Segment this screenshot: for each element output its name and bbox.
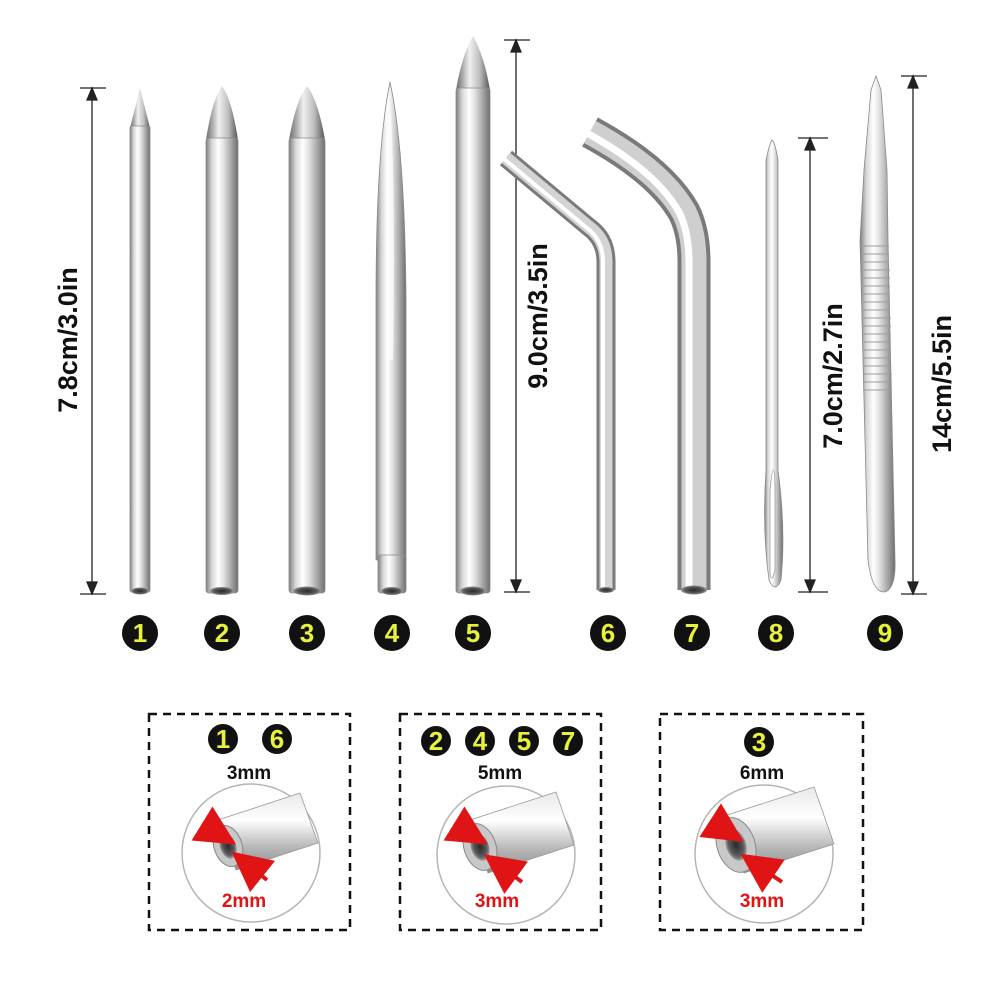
badge-3-number: 3 <box>300 618 314 648</box>
badge-5: 5 <box>455 615 491 651</box>
size-panel-1-badge-a: 1 <box>216 724 230 754</box>
size-panel-3-outer: 6mm <box>740 763 784 784</box>
needle-5 <box>455 36 491 596</box>
size-panel-2-inner: 3mm <box>475 891 519 912</box>
badge-7-number: 7 <box>685 618 699 648</box>
tweezers-9 <box>859 74 896 593</box>
size-panel-2-badge-a: 2 <box>429 726 443 756</box>
size-panel-3: 3 6mm 3mm <box>658 712 865 932</box>
badge-5-number: 5 <box>466 618 480 648</box>
dimension-line-long <box>504 38 530 594</box>
needle-7 <box>582 117 711 595</box>
badge-1: 1 <box>122 615 158 651</box>
size-panel-1-inner: 2mm <box>222 891 266 912</box>
size-panel-3-badge-a: 3 <box>752 727 766 757</box>
size-panel-3-inner: 3mm <box>740 891 784 912</box>
size-panel-1-badge-b: 6 <box>270 724 284 754</box>
needle-8 <box>764 139 784 588</box>
needle-6 <box>499 150 616 593</box>
badge-2: 2 <box>204 615 240 651</box>
dimension-label-short: 7.8cm/3.0in <box>53 267 83 413</box>
badge-8-number: 8 <box>769 618 783 648</box>
badge-2-number: 2 <box>215 618 229 648</box>
badge-9-number: 9 <box>878 618 892 648</box>
dimension-line-tweezers <box>901 74 927 596</box>
needle-1 <box>129 88 151 595</box>
size-panel-2-badge-c: 5 <box>517 726 531 756</box>
size-panel-2-outer: 5mm <box>478 763 522 784</box>
needle-4 <box>375 81 407 595</box>
dimension-label-eye: 7.0cm/2.7in <box>818 303 848 449</box>
needle-3 <box>288 86 326 596</box>
dimension-line-short <box>80 86 106 596</box>
tool-badges: 1 2 3 4 5 6 7 8 <box>122 615 903 651</box>
badge-6-number: 6 <box>601 618 615 648</box>
badge-3: 3 <box>289 615 325 651</box>
badge-6: 6 <box>590 615 626 651</box>
dimension-label-long: 9.0cm/3.5in <box>523 243 553 389</box>
dimension-line-eye <box>798 136 828 594</box>
badge-4-number: 4 <box>385 618 400 648</box>
badge-7: 7 <box>674 615 710 651</box>
size-panel-2-badge-b: 4 <box>473 726 488 756</box>
badge-1-number: 1 <box>133 618 147 648</box>
needle-2 <box>205 86 239 595</box>
size-panel-2: 2 4 5 7 5mm 3mm <box>398 712 603 932</box>
dimension-label-tweezers: 14cm/5.5in <box>927 315 957 453</box>
size-panel-2-badge-d: 7 <box>561 726 575 756</box>
badge-4: 4 <box>374 615 410 651</box>
badge-9: 9 <box>867 615 903 651</box>
badge-8: 8 <box>758 615 794 651</box>
size-panel-1-outer: 3mm <box>227 763 271 784</box>
size-panel-1: 1 6 3mm 2mm <box>147 712 352 932</box>
